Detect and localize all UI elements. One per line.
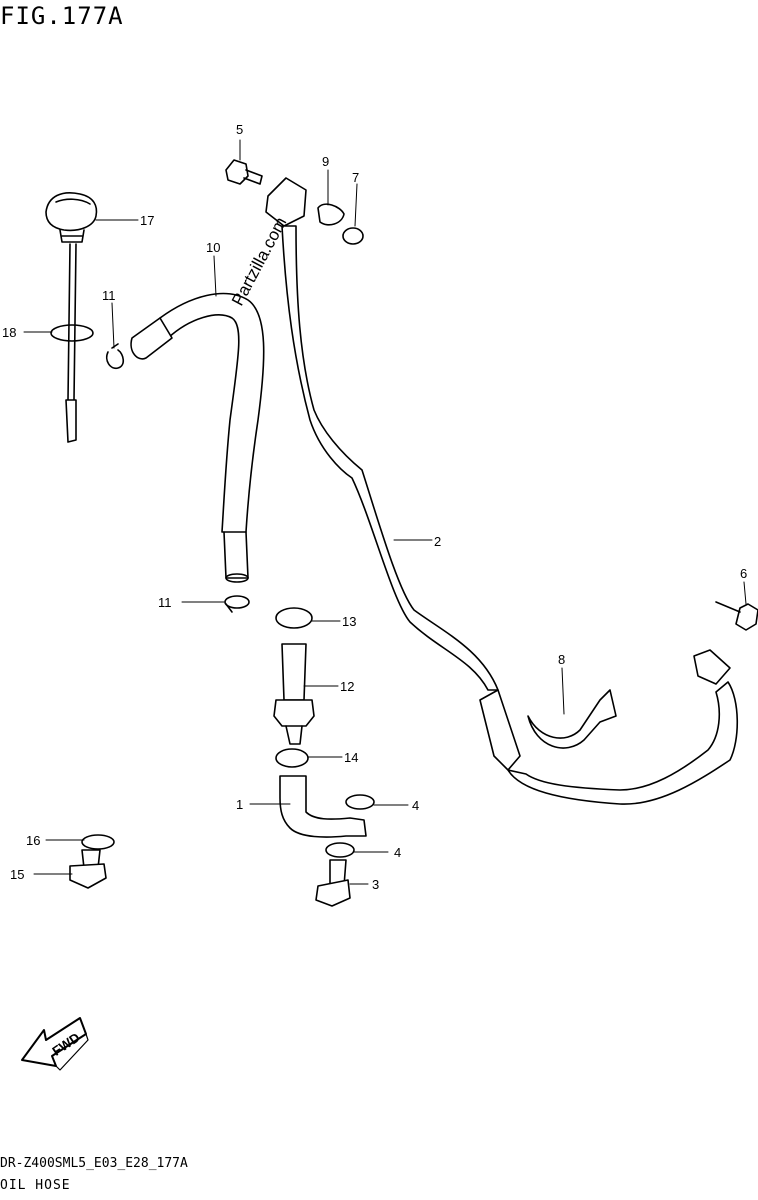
part-16-o-ring[interactable] — [50, 324, 94, 342]
callout-15: 17 — [140, 213, 154, 228]
callout-12: 12 — [340, 679, 354, 694]
fwd-arrow: FWD — [21, 1017, 89, 1071]
callout-17: 15 — [10, 867, 24, 882]
callout-6: 6 — [740, 566, 747, 581]
part-14-clamp[interactable] — [275, 748, 309, 768]
callout-10: 10 — [206, 240, 220, 255]
part-13-washer[interactable] — [275, 607, 313, 629]
leader-lines — [23, 139, 747, 885]
callout-4-lower: 4 — [394, 845, 401, 860]
callout-7: 7 — [352, 170, 359, 185]
callout-11-lower: 11 — [158, 595, 172, 610]
callout-1: 1 — [236, 797, 243, 812]
callout-11-upper: 11 — [102, 288, 116, 303]
callout-14: 14 — [344, 750, 358, 765]
callout-13: 13 — [342, 614, 356, 629]
callout-4-upper: 4 — [412, 798, 419, 813]
callout-18: 16 — [26, 833, 40, 848]
part-2-long-hose[interactable] — [281, 225, 739, 805]
part-15-dipstick-cap[interactable] — [45, 192, 98, 243]
part-10-hose[interactable] — [130, 292, 265, 583]
callout-9: 9 — [322, 154, 329, 169]
callout-8: 8 — [558, 652, 565, 667]
footer-section-name: OIL HOSE — [0, 1178, 71, 1193]
footer-model-code: DR-Z400SML5_E03_E28_177A — [0, 1156, 188, 1171]
part-1-elbow-hose[interactable] — [279, 775, 367, 838]
part-6-bolt[interactable] — [715, 601, 758, 631]
part-4-washer-upper[interactable] — [345, 794, 375, 810]
part-11-clip-lower[interactable] — [224, 595, 250, 613]
part-12-fitting[interactable] — [273, 643, 315, 745]
dipstick-rod — [65, 243, 77, 443]
part-5-bolt[interactable] — [225, 159, 263, 185]
part-8-clamp[interactable] — [527, 689, 617, 749]
callout-3: 3 — [372, 877, 379, 892]
part-9-union-fitting[interactable] — [265, 177, 345, 227]
part-11-clip-upper[interactable] — [105, 343, 125, 370]
part-17-drain-bolt[interactable] — [69, 849, 107, 889]
figure-title: FIG.177A — [0, 2, 124, 30]
callout-16: 18 — [2, 325, 16, 340]
part-18-washer[interactable] — [81, 834, 115, 850]
callout-5: 5 — [236, 122, 243, 137]
callout-2: 2 — [434, 534, 441, 549]
part-4-washer-lower[interactable] — [325, 842, 355, 858]
part-7-washer[interactable] — [342, 227, 364, 245]
part-3-banjo-bolt[interactable] — [315, 859, 351, 907]
